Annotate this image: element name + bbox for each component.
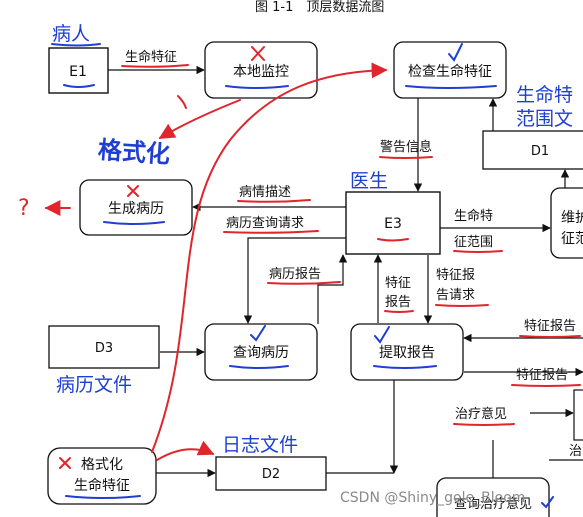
process-format-label-2: 生命特征 <box>74 477 130 494</box>
process-maintain-label-2: 征范 <box>561 230 583 247</box>
flow-feature-report-right-2: 特征报告 <box>516 368 568 383</box>
note-patient: 病人 <box>52 23 90 45</box>
process-generate-record-label: 生成病历 <box>108 201 164 217</box>
tick-extract <box>374 326 390 344</box>
red-ul-flow-vital <box>121 64 189 68</box>
red-stroke-small <box>177 95 187 109</box>
red-marks <box>44 46 581 469</box>
red-ul-vital-range <box>453 250 503 253</box>
process-query-treatment-label: 查询治疗意见 <box>454 496 532 512</box>
process-maintain-vital-range: 维护生 征范 <box>550 187 583 259</box>
note-log-file: 日志文件 <box>222 434 298 456</box>
entity-e1-label: E1 <box>69 64 87 80</box>
tick-check <box>448 43 463 62</box>
note-question: ? <box>18 196 30 221</box>
underline-monitor <box>225 85 289 89</box>
store-d3-label: D3 <box>95 341 113 356</box>
watermark: CSDN @Shiny_gole_Bloom <box>340 490 525 506</box>
underline-patient <box>51 43 101 47</box>
store-d2: D2 <box>215 456 327 491</box>
process-extract-report-label: 提取报告 <box>379 345 435 361</box>
red-ul-condition <box>237 199 311 203</box>
red-cross-generate <box>127 185 139 197</box>
flow-record-query: 病历查询请求 <box>226 216 304 231</box>
red-ul-treatment <box>453 423 515 426</box>
underline-e1 <box>63 84 95 88</box>
entity-e1: E1 <box>48 47 109 94</box>
store-d3: D3 <box>48 325 160 369</box>
red-cross-monitor <box>251 46 265 61</box>
flow-alarm: 警告信息 <box>380 139 432 155</box>
red-ul-feature-right <box>519 335 581 338</box>
underline-query <box>229 365 289 369</box>
figure-caption: 图 1-1 顶层数据流图 <box>255 0 384 15</box>
red-ul-record-query <box>223 230 319 234</box>
tick-query <box>250 325 266 342</box>
note-format: 格式化 <box>97 136 171 169</box>
red-ul-e3 <box>377 238 409 242</box>
underline-extract <box>373 365 437 369</box>
underline-generate <box>103 221 165 225</box>
underline-format <box>65 495 141 499</box>
store-partial-right <box>573 389 583 441</box>
red-ul-report-req <box>435 304 489 307</box>
process-local-monitor: 本地监控 <box>204 41 318 99</box>
note-vital-file-2: 范围文 <box>516 108 573 130</box>
process-extract-report: 提取报告 <box>350 323 464 381</box>
entity-e3: E3 <box>345 191 441 255</box>
process-check-vitals-label: 检查生命特征 <box>408 63 492 80</box>
store-d1-label: D1 <box>531 144 549 159</box>
red-cross-format <box>59 457 71 469</box>
note-doctor: 医生 <box>350 170 388 192</box>
store-d1: D1 <box>482 130 583 170</box>
blue-marks <box>51 43 554 509</box>
process-query-treatment: 查询治疗意见 <box>436 477 550 517</box>
process-query-record-label: 查询病历 <box>233 345 289 361</box>
red-ul-record-report <box>267 281 341 285</box>
red-arrow-monitor-to-format <box>158 99 241 139</box>
process-format-vitals: 格式化 生命特征 <box>47 447 157 505</box>
red-ul-alarm <box>379 156 433 159</box>
process-check-vitals: 检查生命特征 <box>393 41 507 99</box>
red-arrow-format-to-d2 <box>156 440 215 461</box>
flow-feature-report-1: 特征 <box>385 276 411 291</box>
underline-check <box>405 85 497 89</box>
flow-report-request-2: 告请求 <box>436 288 475 303</box>
entity-e3-label: E3 <box>384 216 402 232</box>
note-record-file: 病历文件 <box>56 374 132 396</box>
red-ul-feature-report <box>384 310 414 313</box>
arrow-e3-to-query-record <box>243 237 346 324</box>
red-ul-feature-right-2 <box>511 384 581 387</box>
arrow-query-to-e3 <box>317 254 348 324</box>
note-vital-file-1: 生命特 <box>516 84 573 106</box>
flow-feature-report-2: 报告 <box>385 295 411 310</box>
process-maintain-label-1: 维护生 <box>561 210 583 226</box>
process-local-monitor-label: 本地监控 <box>233 64 289 80</box>
flow-condition-desc: 病情描述 <box>239 185 291 200</box>
process-format-label-1: 格式化 <box>81 457 123 473</box>
flow-record-report: 病历报告 <box>269 267 321 282</box>
flow-treatment-short: 治 <box>569 444 582 459</box>
store-d2-label: D2 <box>262 467 280 482</box>
flow-vital-range-2: 征范围 <box>454 235 493 250</box>
tick-right <box>541 496 554 509</box>
flow-vital-range-1: 生命特 <box>454 208 493 224</box>
flow-arrows <box>108 65 583 478</box>
flow-feature-report-right-1: 特征报告 <box>524 319 576 334</box>
red-long-curve <box>151 62 388 453</box>
flow-vital-signs: 生命特征 <box>125 49 177 65</box>
flow-report-request-1: 特征报 <box>436 268 475 283</box>
flow-treatment-advice: 治疗意见 <box>455 406 507 422</box>
